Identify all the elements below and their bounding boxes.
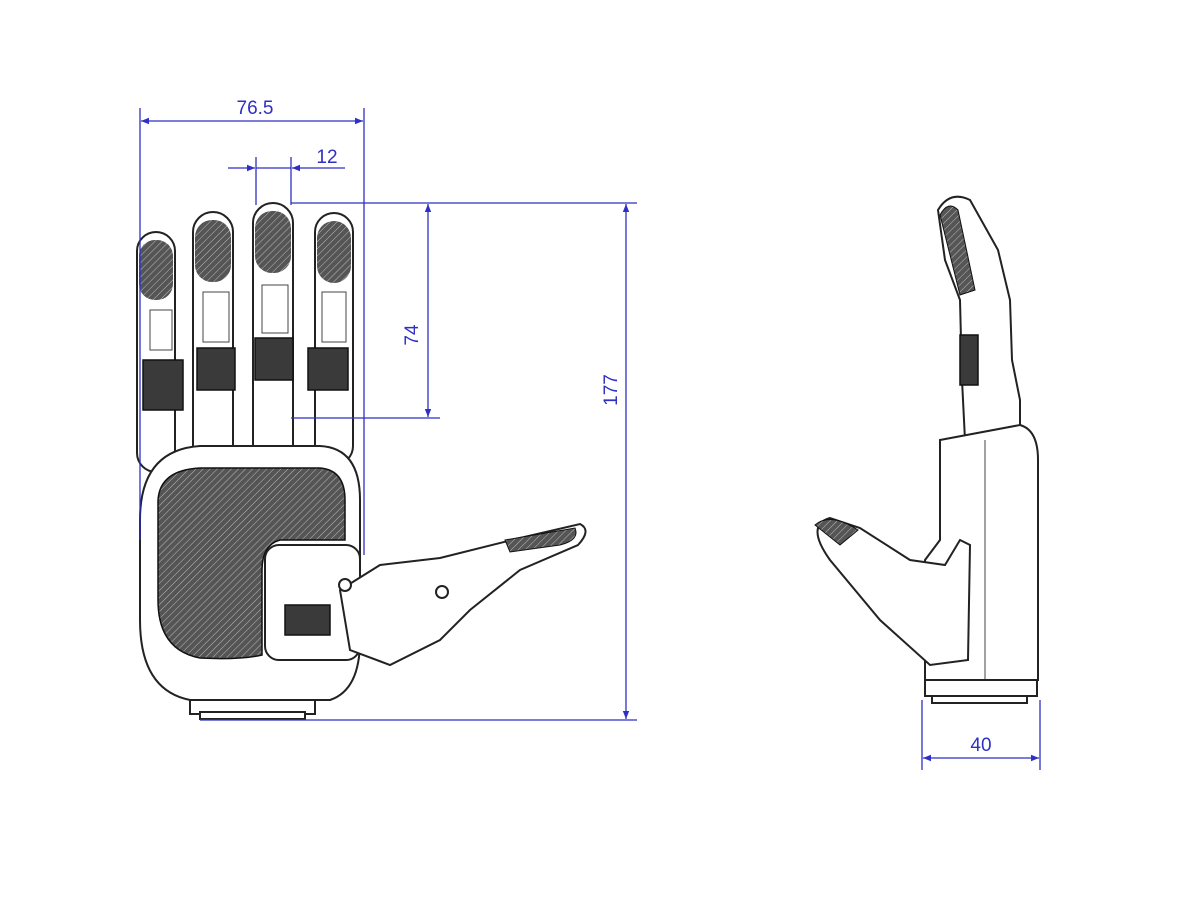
thumb: [338, 522, 587, 667]
dimension-label-thickness: 40: [970, 735, 991, 756]
side-thumb: [816, 516, 972, 667]
dimension-40: 40: [921, 700, 1041, 770]
side-view-hand: [814, 195, 1039, 704]
ring-finger: [192, 211, 236, 468]
fingers: [136, 202, 354, 473]
index-finger: [307, 212, 354, 466]
dimension-74: 74: [291, 202, 440, 419]
dimension-label-spacing: 12: [316, 147, 337, 168]
front-view-hand: [136, 202, 587, 720]
palm-pad: [157, 467, 346, 660]
side-base: [924, 679, 1038, 697]
dimension-label-finger-length: 74: [402, 324, 423, 346]
dimension-177: 177: [200, 202, 637, 721]
dimension-76-5: 76.5: [139, 98, 365, 555]
dimension-12: 12: [228, 147, 345, 205]
little-finger: [136, 231, 184, 473]
dimension-label-width: 76.5: [237, 98, 274, 119]
middle-finger: [252, 202, 294, 466]
dimension-label-height: 177: [601, 374, 622, 406]
